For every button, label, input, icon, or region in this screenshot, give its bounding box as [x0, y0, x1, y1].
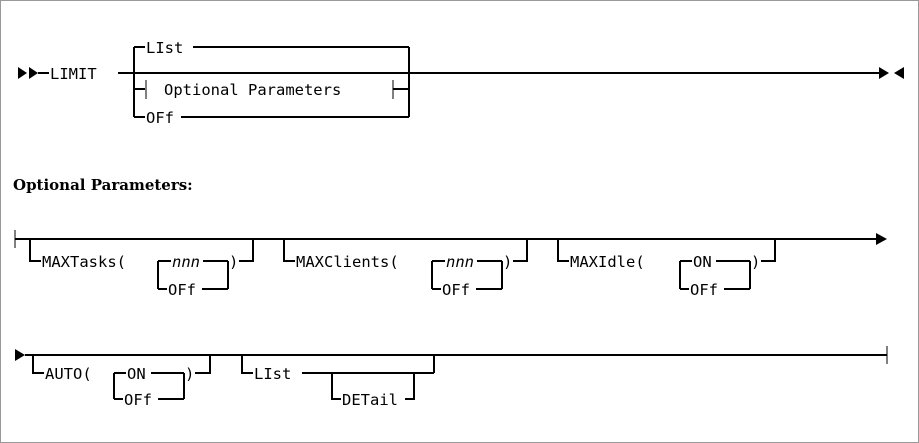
paren-auto-close: ): [185, 365, 194, 383]
start-marker-double-arrow: [18, 67, 38, 79]
keyword-maxclients: MAXClients(: [296, 253, 399, 271]
keyword-auto-on: ON: [127, 365, 146, 383]
end-marker-arrows: [879, 67, 904, 79]
paren-maxtasks-close: ): [229, 253, 238, 271]
keyword-off-main: OFf: [146, 109, 174, 127]
keyword-list-detail: LIst: [254, 365, 291, 383]
option-auto: AUTO( ON OFf ): [32, 355, 211, 409]
keyword-auto-off: OFf: [124, 391, 152, 409]
fragment-heading: Optional Parameters:: [13, 176, 193, 194]
variable-maxtasks-nnn: nnn: [172, 253, 200, 271]
keyword-maxtasks: MAXTasks(: [42, 253, 126, 271]
keyword-maxclients-off: OFf: [442, 281, 470, 299]
option-maxclients: MAXClients( nnn OFf ): [283, 239, 528, 299]
main-command-row: LIMIT LIst Optional Parameters: [18, 39, 904, 127]
keyword-limit: LIMIT: [50, 65, 97, 83]
row2-start-arrow: [15, 349, 25, 361]
keyword-list-default: LIst: [146, 39, 183, 57]
paren-maxclients-close: ): [503, 253, 512, 271]
option-maxidle: MAXIdle( ON OFf ): [557, 239, 776, 299]
fragment-row-1: MAXTasks( nnn OFf ) MAXClient: [14, 230, 887, 299]
choice-optional-parameters-fragment: Optional Parameters: [134, 80, 409, 99]
option-maxtasks: MAXTasks( nnn OFf ): [29, 239, 254, 299]
keyword-maxidle-off: OFf: [690, 281, 718, 299]
paren-maxidle-close: ): [751, 253, 760, 271]
option-list-detail: LIst DETail: [241, 355, 435, 409]
keyword-maxidle: MAXIdle(: [570, 253, 645, 271]
variable-maxclients-nnn: nnn: [446, 253, 474, 271]
keyword-maxtasks-off: OFf: [168, 281, 196, 299]
keyword-maxidle-on: ON: [693, 253, 712, 271]
keyword-detail: DETail: [342, 391, 398, 409]
choice-off: OFf: [134, 109, 409, 127]
fragment-reference-label: Optional Parameters: [164, 81, 341, 99]
keyword-auto: AUTO(: [45, 365, 92, 383]
fragment-row-2: AUTO( ON OFf ) LIst DETail: [15, 346, 888, 409]
choice-list-default: LIst: [134, 39, 409, 57]
row1-end-arrow: [876, 233, 887, 245]
